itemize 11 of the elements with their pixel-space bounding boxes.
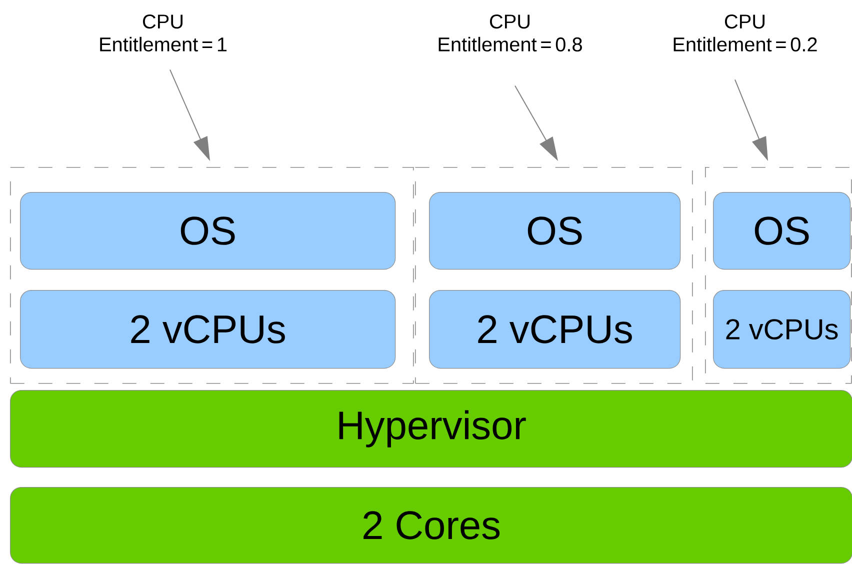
entitlement-label: CPU Entitlement = 0.2 — [674, 14, 817, 52]
vcpu-box: 2 vCPUs — [713, 290, 851, 369]
os-box: OS — [429, 192, 681, 270]
hypervisor-bar: Hypervisor — [10, 390, 852, 468]
vcpu-box: 2 vCPUs — [20, 290, 396, 369]
entitlement-label: CPU Entitlement = 0.8 — [438, 14, 582, 52]
vcpu-box: 2 vCPUs — [429, 290, 681, 369]
entitlement-label: CPU Entitlement = 1 — [100, 14, 227, 52]
os-box: OS — [20, 192, 396, 270]
cores-bar: 2 Cores — [10, 487, 852, 564]
os-box: OS — [713, 192, 851, 270]
